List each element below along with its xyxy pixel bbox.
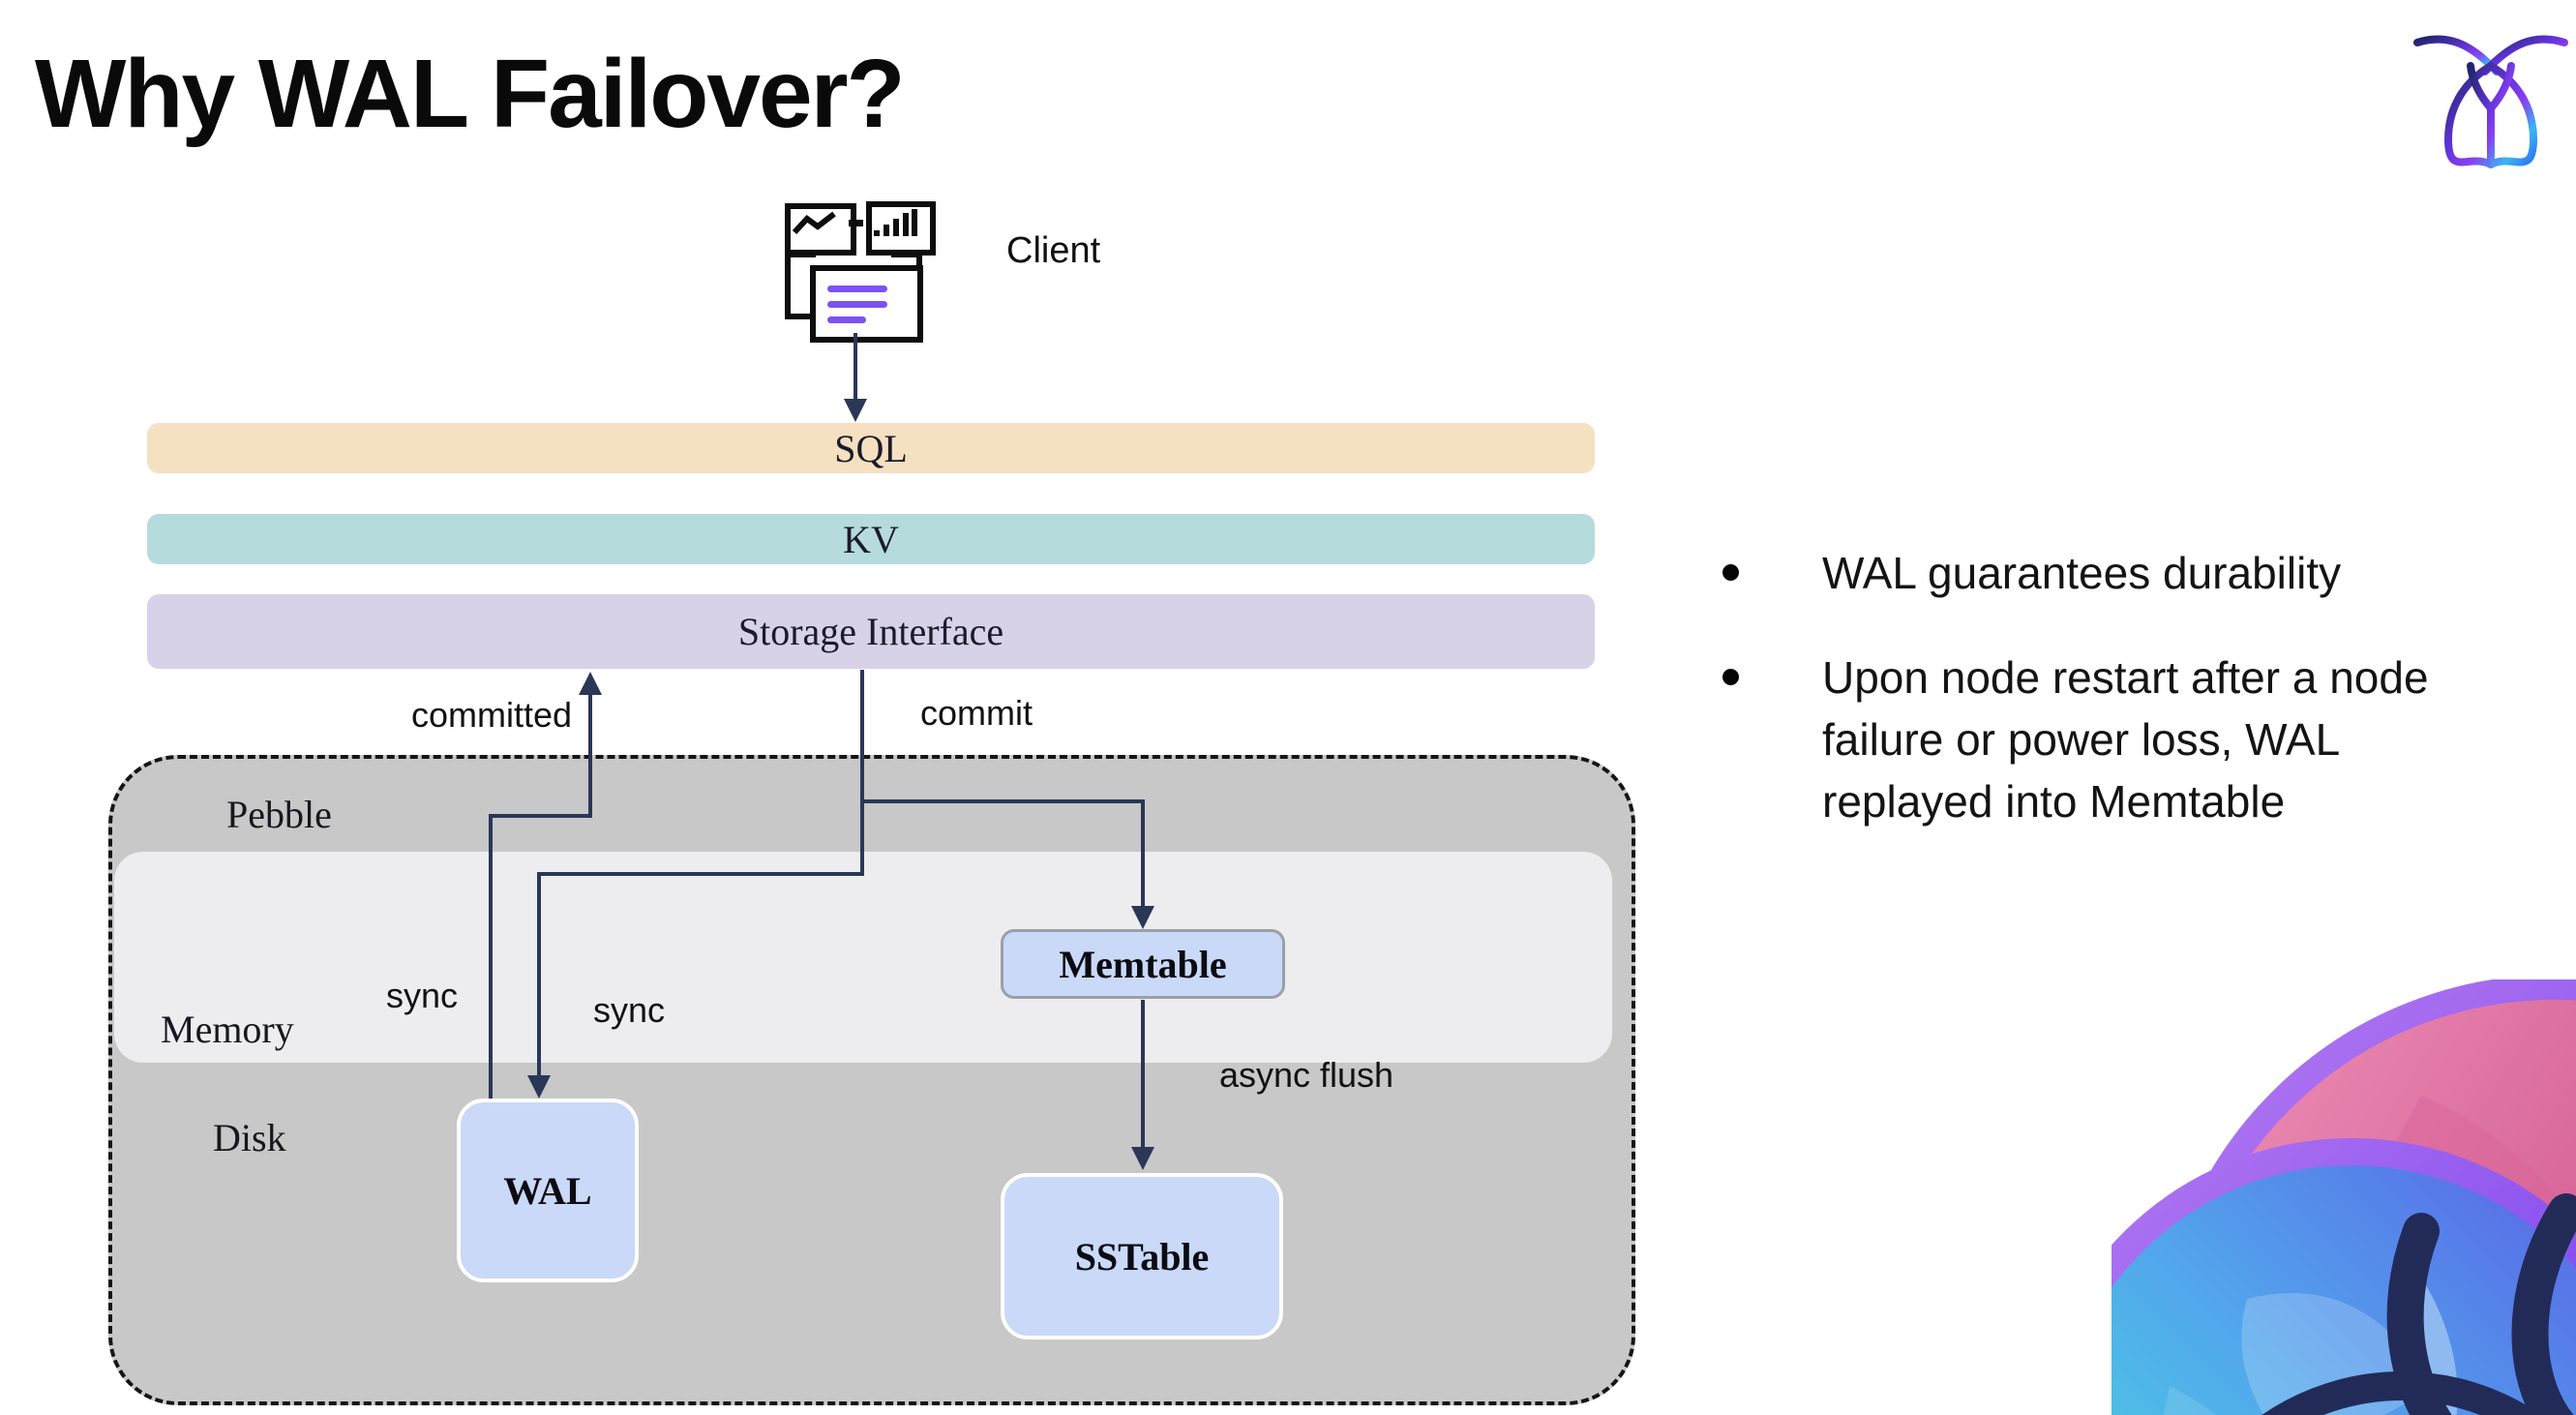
commit-edge-label: commit: [920, 693, 1033, 733]
memtable-node-label: Memtable: [1059, 942, 1227, 986]
wal-node: WAL: [457, 1099, 639, 1282]
layer-storage-interface-label: Storage Interface: [737, 610, 1004, 653]
bullet-dot-icon: [1722, 669, 1739, 685]
client-label: Client: [1006, 230, 1101, 271]
pebble-label: Pebble: [226, 793, 332, 836]
bracket-left-icon: [785, 252, 816, 319]
line-chart-icon: [785, 203, 856, 256]
committed-edge-label: committed: [410, 695, 573, 735]
memory-label: Memory: [161, 1008, 294, 1051]
doc-line: [827, 300, 887, 308]
bullet-list: WAL guarantees durability Upon node rest…: [1722, 542, 2555, 875]
sync-commit-edge-label: sync: [592, 990, 666, 1030]
bullet-dot-icon: [1722, 564, 1739, 581]
bullet-text: WAL guarantees durability: [1822, 548, 2342, 598]
sync-wal-edge-label: sync: [385, 976, 459, 1015]
sstable-node: SSTable: [1001, 1173, 1283, 1340]
doc-line: [827, 285, 887, 292]
disk-label: Disk: [213, 1116, 286, 1159]
layer-sql-label: SQL: [834, 426, 908, 470]
sstable-node-label: SSTable: [1074, 1234, 1210, 1279]
dash-connector-icon: [849, 220, 863, 226]
document-icon: [810, 265, 923, 343]
layer-kv-label: KV: [843, 517, 899, 561]
memory-band: [114, 852, 1612, 1063]
layer-storage-interface: Storage Interface: [147, 594, 1595, 669]
bar-chart-icon: [866, 201, 936, 256]
list-item: Upon node restart after a node failure o…: [1722, 647, 2555, 832]
layer-sql: SQL: [147, 423, 1595, 473]
list-item: WAL guarantees durability: [1722, 542, 2555, 604]
wal-node-label: WAL: [503, 1168, 592, 1213]
page-title: Why WAL Failover?: [35, 40, 906, 148]
async-flush-edge-label: async flush: [1218, 1055, 1394, 1095]
layer-kv: KV: [147, 514, 1595, 564]
doc-line: [827, 316, 866, 323]
cockroachdb-logo-icon: [2413, 35, 2568, 168]
memtable-node: Memtable: [1001, 929, 1285, 999]
bullet-text: Upon node restart after a node failure o…: [1822, 652, 2429, 827]
brand-corner-art: [2112, 979, 2576, 1415]
